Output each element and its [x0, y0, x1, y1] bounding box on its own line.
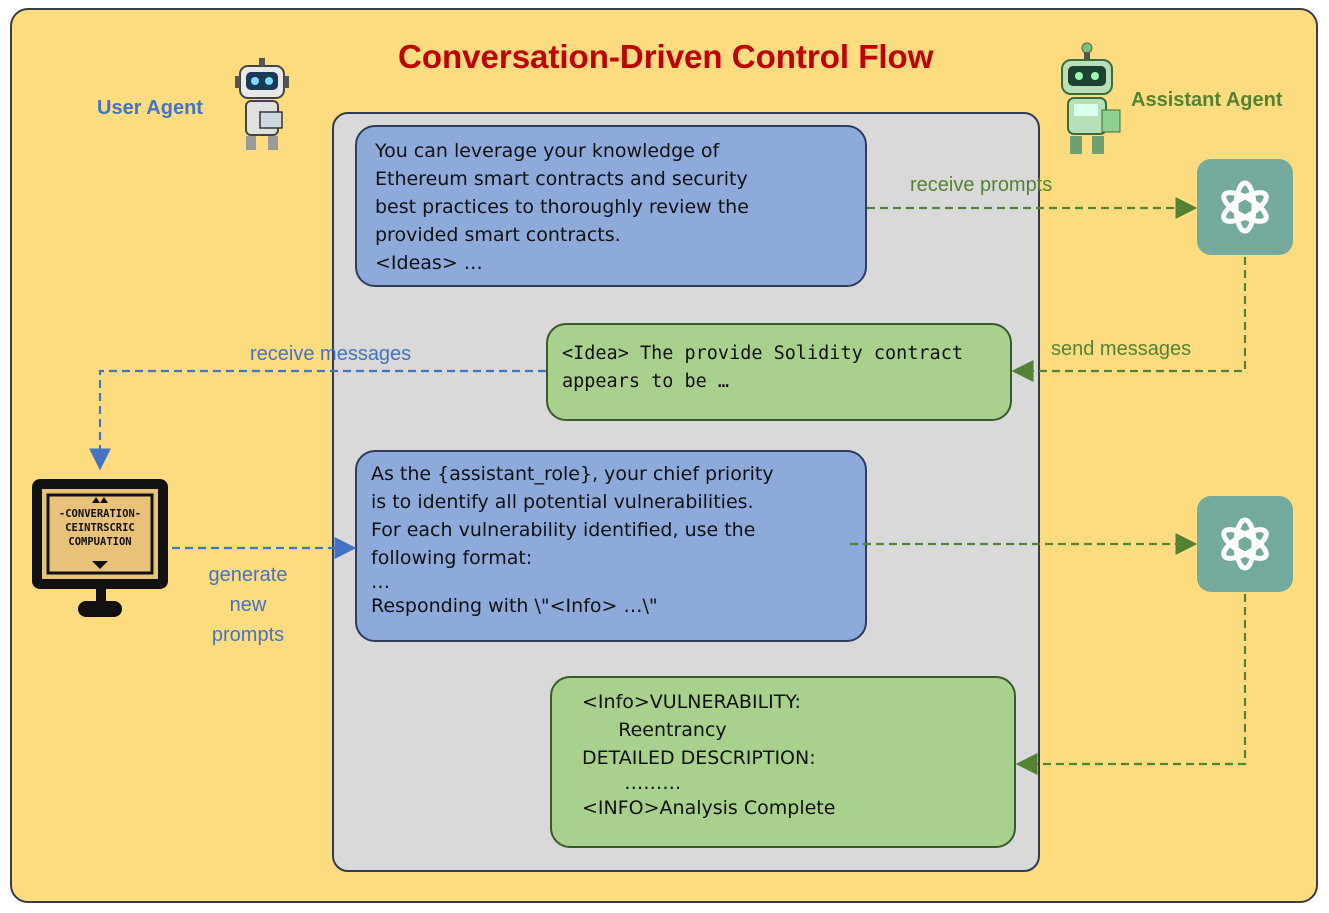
diagram-title: Conversation-Driven Control Flow	[398, 38, 934, 75]
response-line: <Idea> The provide Solidity contract	[562, 343, 963, 364]
generate-new-prompts-label: generate new prompts	[188, 560, 308, 650]
prompt-line: Ethereum smart contracts and security	[375, 168, 748, 190]
response-line: <INFO>Analysis Complete	[582, 797, 836, 819]
receive-prompts-label: receive prompts	[910, 174, 1053, 196]
assistant-robot-icon	[1061, 42, 1121, 154]
response-line: ………	[582, 772, 682, 794]
response-return-arrow	[1015, 594, 1247, 775]
openai-logo-glyph	[1221, 517, 1269, 571]
idea-response-bubble: <Idea> The provide Solidity contract appe…	[546, 323, 1012, 421]
monitor-screen-line: -CONVERATION-	[58, 508, 142, 520]
user-agent-label: User Agent	[97, 97, 203, 119]
response-line: <Info>VULNERABILITY:	[582, 691, 801, 713]
prompt-line: following format:	[371, 547, 533, 569]
prompt-line: Responding with \"<Info> …\"	[371, 595, 658, 617]
response-line: appears to be …	[562, 371, 730, 392]
prompt-line: best practices to thoroughly review the	[375, 196, 749, 218]
prompt-line: For each vulnerability identified, use t…	[371, 519, 756, 541]
monitor-screen-line: CEINTRSCRIC	[65, 522, 135, 534]
follow-up-prompt-bubble: As the {assistant_role}, your chief prio…	[355, 450, 867, 642]
monitor-screen-line: COMPUATION	[68, 536, 132, 548]
computer-monitor-icon: -CONVERATION- CEINTRSCRIC COMPUATION	[30, 477, 170, 622]
generate-label-line: prompts	[211, 624, 285, 646]
initial-prompt-bubble: You can leverage your knowledge of Ethere…	[355, 125, 867, 287]
openai-logo-icon	[1197, 159, 1293, 255]
generate-label-line: generate	[208, 564, 288, 586]
receive-messages-arrow	[89, 369, 546, 471]
prompt-line: <Ideas> …	[375, 252, 483, 274]
openai-logo-icon	[1197, 496, 1293, 592]
user-robot-icon	[235, 58, 289, 150]
send-messages-label: send messages	[1051, 338, 1192, 360]
send-messages-arrow	[1011, 257, 1247, 382]
generate-label-line: new	[229, 594, 267, 616]
response-line: DETAILED DESCRIPTION:	[582, 747, 816, 769]
prompt-line: …	[371, 571, 390, 593]
response-line: Reentrancy	[582, 719, 727, 741]
prompt-line: is to identify all potential vulnerabili…	[371, 491, 754, 513]
prompt-line: provided smart contracts.	[375, 224, 621, 246]
assistant-agent-label: Assistant Agent	[1131, 89, 1283, 111]
prompt-line: You can leverage your knowledge of	[375, 140, 720, 162]
openai-logo-glyph	[1221, 180, 1269, 234]
prompt-line: As the {assistant_role}, your chief prio…	[371, 463, 774, 485]
receive-messages-label: receive messages	[250, 343, 412, 365]
